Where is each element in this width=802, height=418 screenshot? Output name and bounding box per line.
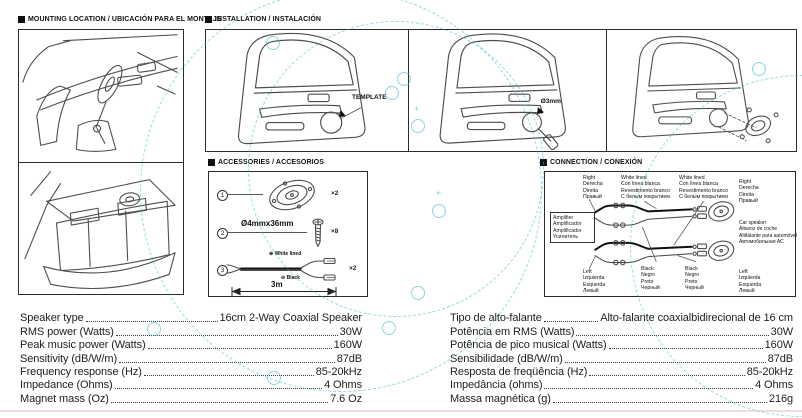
dot-leader [589, 374, 745, 376]
right-channel-label: Right Derecha Direita Правый [583, 175, 603, 200]
dot-leader [110, 401, 329, 403]
mounting-location-title-text: MOUNTING LOCATION / UBICACIÓN PARA EL MO… [28, 16, 222, 23]
watermark-ring [382, 321, 396, 335]
dot-leader [85, 321, 218, 323]
watermark-ring [266, 36, 280, 50]
watermark-ring [385, 86, 399, 100]
watermark-cross: + [436, 188, 442, 198]
left-channel-label: Left Izquierda Esquerda Левый [583, 269, 606, 294]
amplifier-label-pt: Amplificador [553, 227, 582, 234]
watermark-ring [411, 286, 425, 300]
watermark-cross: + [414, 104, 420, 114]
dot-leader [114, 388, 323, 390]
watermark-ring [267, 371, 281, 385]
amplifier-label-ru: Усилитель [553, 233, 579, 240]
mounting-front-cell [19, 30, 183, 163]
spec-row: Magnet mass (Oz)7.6 Oz [20, 392, 362, 405]
dot-leader [543, 321, 599, 323]
dot-leader [564, 361, 766, 363]
dot-leader [119, 361, 335, 363]
dot-leader [544, 388, 754, 390]
watermark-ring [411, 119, 425, 133]
dot-leader [143, 374, 314, 376]
watermark-circle [630, 75, 802, 417]
dot-leader [552, 401, 767, 403]
connection-title-text: CONNECTION / CONEXIÓN [550, 159, 643, 166]
drill-diameter-label: Ø3mm [540, 98, 561, 105]
amplifier-label-en: Amplifier [553, 215, 574, 221]
bottom-rule [0, 410, 802, 412]
mounting-location-title: MOUNTING LOCATION / UBICACIÓN PARA EL MO… [18, 16, 222, 23]
amplifier-box: Amplifier Amplificador Amplificador Усил… [550, 212, 595, 244]
watermark-ring [147, 322, 161, 336]
section-marker [205, 16, 212, 23]
watermark-ring [752, 62, 766, 76]
watermark-circle [248, 21, 544, 317]
watermark-ring [432, 204, 446, 218]
watermark-ring [397, 72, 411, 86]
section-marker [18, 16, 25, 23]
amplifier-label-es: Amplificador [553, 221, 582, 228]
